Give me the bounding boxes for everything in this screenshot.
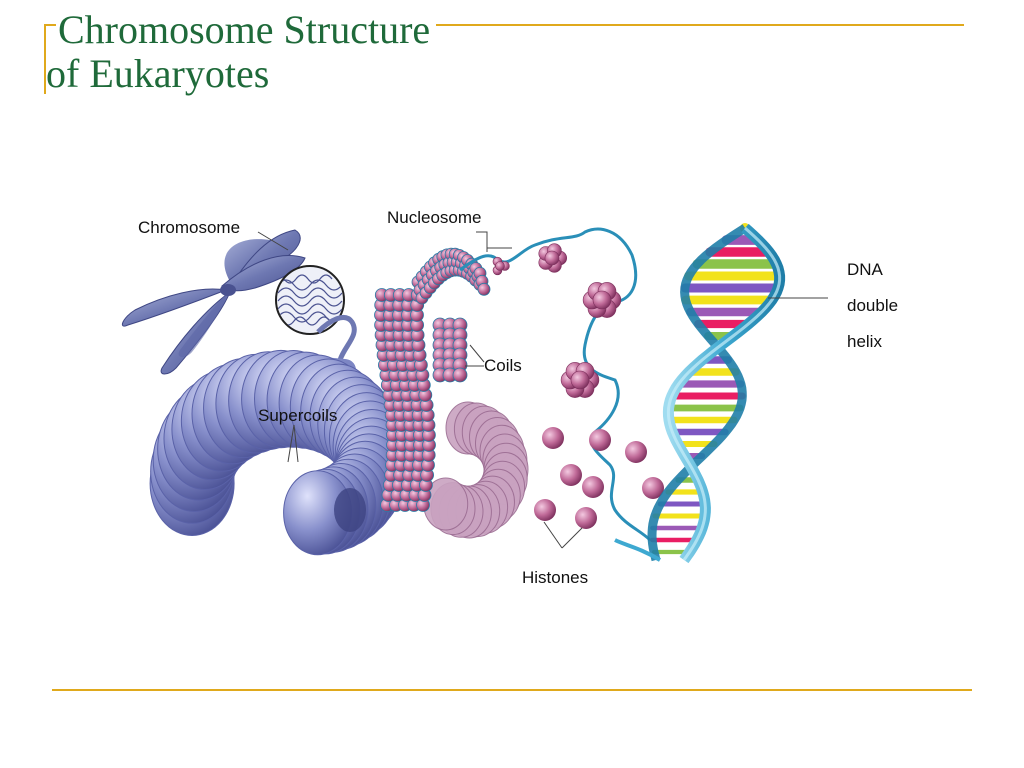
label-supercoils: Supercoils xyxy=(258,406,337,425)
bottom-rule xyxy=(52,689,972,691)
title-frame-left-rule xyxy=(44,24,46,94)
title-line-1: Chromosome Structure xyxy=(58,7,431,52)
label-dna-line2: double xyxy=(847,296,898,315)
label-dna-line3: helix xyxy=(847,332,882,351)
label-coils: Coils xyxy=(484,356,522,375)
dna-double-helix xyxy=(614,223,786,564)
leader-lines xyxy=(257,231,828,549)
label-histones: Histones xyxy=(522,568,588,587)
chromosome-illustration xyxy=(121,229,306,375)
label-nucleosome: Nucleosome xyxy=(387,208,482,227)
nucleosome-clusters xyxy=(492,243,622,398)
supercoil-illustration xyxy=(149,349,410,556)
title-line-2: of Eukaryotes xyxy=(46,51,270,96)
label-chromosome: Chromosome xyxy=(138,218,240,237)
magnified-chromatin-inset xyxy=(275,265,345,335)
histone-spheres xyxy=(534,427,664,529)
slide-title: Chromosome Structure of Eukaryotes xyxy=(46,7,437,96)
coil-illustration xyxy=(374,247,529,539)
title-frame-top-rule xyxy=(44,24,964,26)
label-dna-line1: DNA xyxy=(847,260,884,279)
